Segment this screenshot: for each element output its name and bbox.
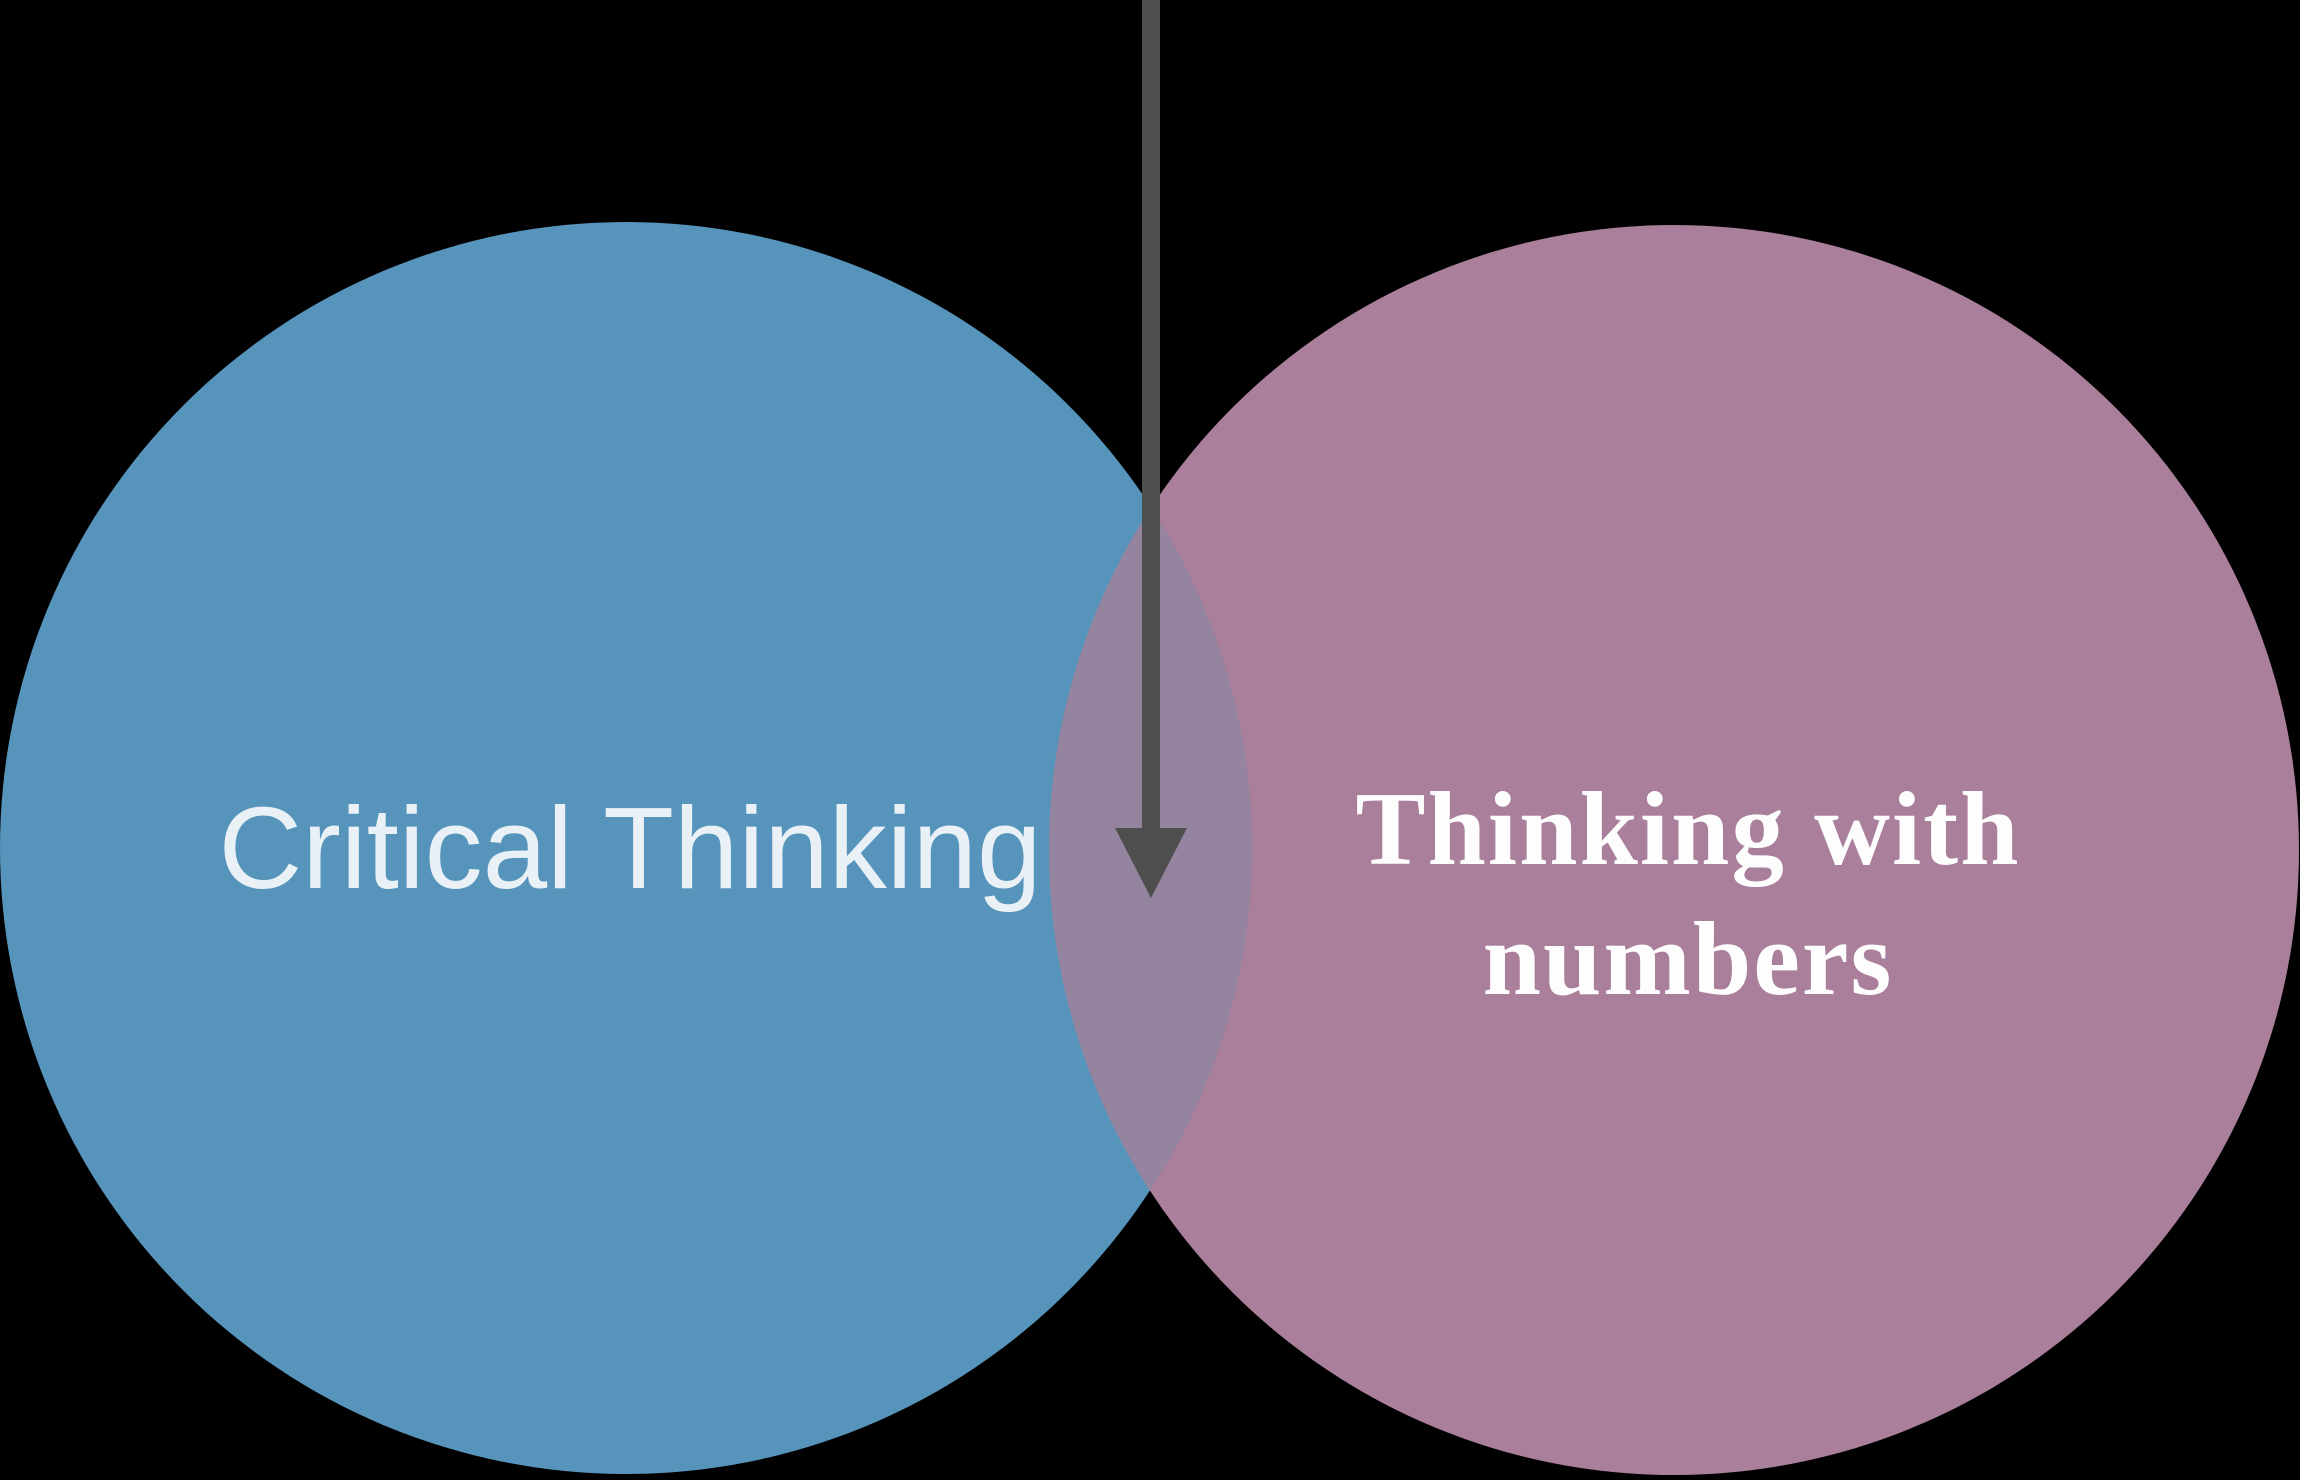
right-circle-label-line1: Thinking with: [1355, 770, 2021, 887]
down-arrow-head: [1115, 828, 1187, 898]
left-circle-label: Critical Thinking: [218, 783, 1042, 913]
left-circle: [0, 222, 1252, 1474]
down-arrow-shaft: [1142, 0, 1160, 832]
right-circle: [1049, 225, 2299, 1475]
right-circle-label-line2: numbers: [1482, 900, 1894, 1017]
down-arrow-icon: [1115, 0, 1187, 898]
right-circle-label: Thinking with numbers: [1355, 764, 2020, 1024]
